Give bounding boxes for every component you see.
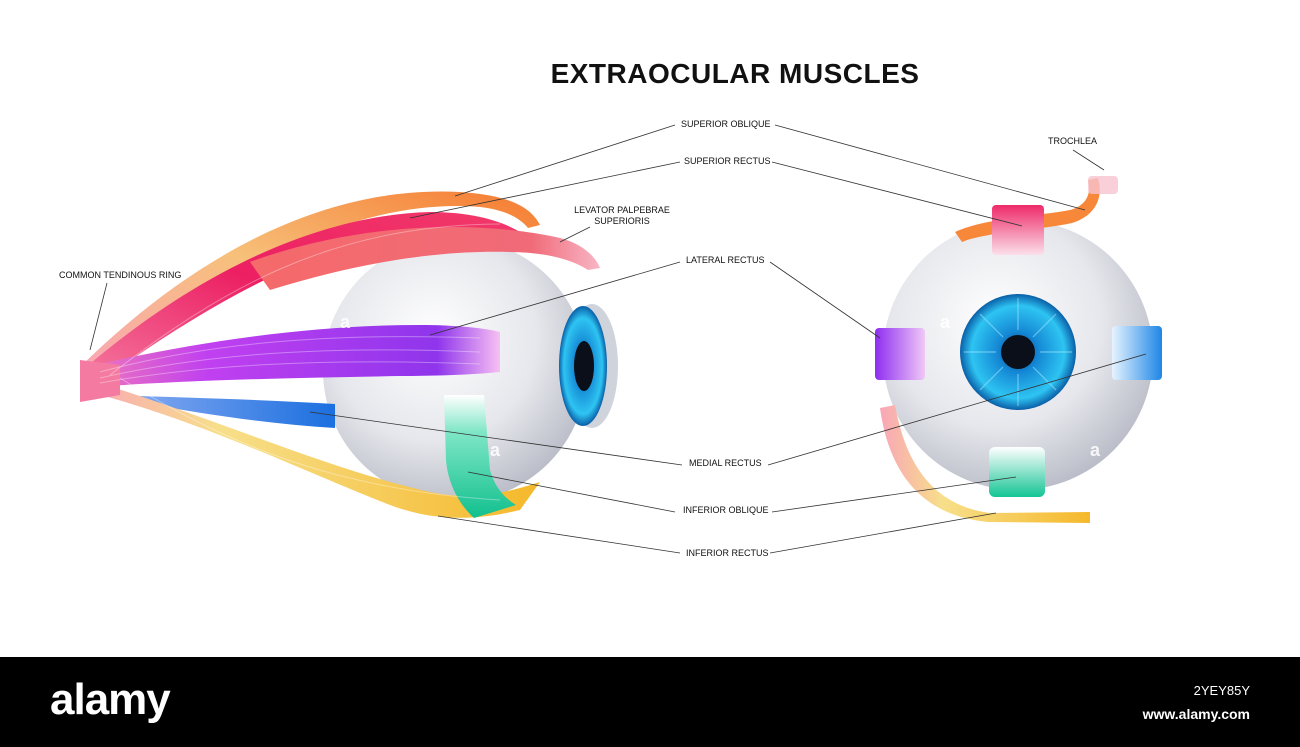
- medial-rectus-frontal: [1112, 326, 1162, 380]
- superior-rectus-frontal: [992, 205, 1044, 255]
- leader-common-ring: [89, 282, 108, 351]
- leader-lateral-rectus-left: [429, 261, 681, 336]
- leader-inferior-rectus-right: [769, 512, 997, 554]
- leader-trochlea: [1072, 149, 1105, 171]
- label-inferior-oblique: INFERIOR OBLIQUE: [683, 505, 769, 515]
- label-levator-line2: SUPERIORIS: [594, 216, 650, 226]
- leader-inferior-oblique-left: [467, 471, 676, 513]
- trochlea-structure: [1088, 176, 1118, 194]
- leader-superior-rectus-right: [771, 161, 1023, 227]
- leader-medial-rectus-right: [767, 353, 1147, 466]
- leader-lines: [89, 124, 1147, 554]
- leader-inferior-rectus-left: [437, 515, 681, 554]
- leader-levator: [559, 226, 591, 243]
- superior-oblique-muscle: [82, 191, 540, 380]
- common-tendinous-ring: [80, 360, 120, 402]
- image-id: 2YEY85Y: [1193, 683, 1250, 698]
- footer-bar: alamy 2YEY85Y www.alamy.com: [0, 657, 1300, 747]
- leader-superior-rectus-left: [409, 161, 681, 219]
- label-levator-line1: LEVATOR PALPEBRAE: [574, 205, 670, 215]
- inferior-oblique-frontal: [989, 447, 1045, 497]
- eye-anatomy-illustration: [80, 124, 1162, 554]
- levator-palpebrae-muscle: [250, 227, 600, 290]
- muscle-fibers: [99, 223, 501, 501]
- pupil-lateral: [574, 341, 594, 391]
- brand-logo: alamy: [50, 675, 171, 724]
- leader-inferior-oblique-right: [771, 476, 1017, 513]
- diagram-title: EXTRAOCULAR MUSCLES: [550, 58, 920, 89]
- watermark-mark: a: [340, 312, 351, 332]
- label-superior-oblique: SUPERIOR OBLIQUE: [681, 119, 771, 129]
- watermark-mark: a: [1090, 440, 1101, 460]
- label-common-tendinous-ring: COMMON TENDINOUS RING: [59, 270, 182, 280]
- pupil-frontal: [1001, 335, 1035, 369]
- label-inferior-rectus: INFERIOR RECTUS: [686, 548, 769, 558]
- watermark-mark: a: [940, 312, 951, 332]
- superior-oblique-frontal: [955, 178, 1100, 242]
- label-trochlea: TROCHLEA: [1048, 136, 1098, 146]
- leader-medial-rectus-left: [309, 411, 683, 466]
- iris-striations: [964, 298, 1072, 406]
- leader-superior-oblique-left: [454, 124, 676, 197]
- label-superior-rectus: SUPERIOR RECTUS: [684, 156, 771, 166]
- label-levator: LEVATOR PALPEBRAE SUPERIORIS: [572, 205, 672, 227]
- inferior-rectus-frontal: [880, 405, 1090, 523]
- leader-superior-oblique-right: [774, 124, 1086, 211]
- inferior-oblique-muscle: [444, 395, 516, 518]
- lateral-rectus-frontal: [875, 328, 925, 380]
- frontal-view: [875, 176, 1162, 523]
- lateral-view: [80, 191, 618, 518]
- leader-lateral-rectus-right: [769, 261, 881, 339]
- medial-rectus-muscle: [140, 396, 335, 428]
- watermark-mark: a: [490, 440, 501, 460]
- website-link[interactable]: www.alamy.com: [1142, 706, 1250, 722]
- label-medial-rectus: MEDIAL RECTUS: [689, 458, 762, 468]
- lateral-rectus-muscle: [82, 325, 500, 388]
- label-lateral-rectus: LATERAL RECTUS: [686, 255, 765, 265]
